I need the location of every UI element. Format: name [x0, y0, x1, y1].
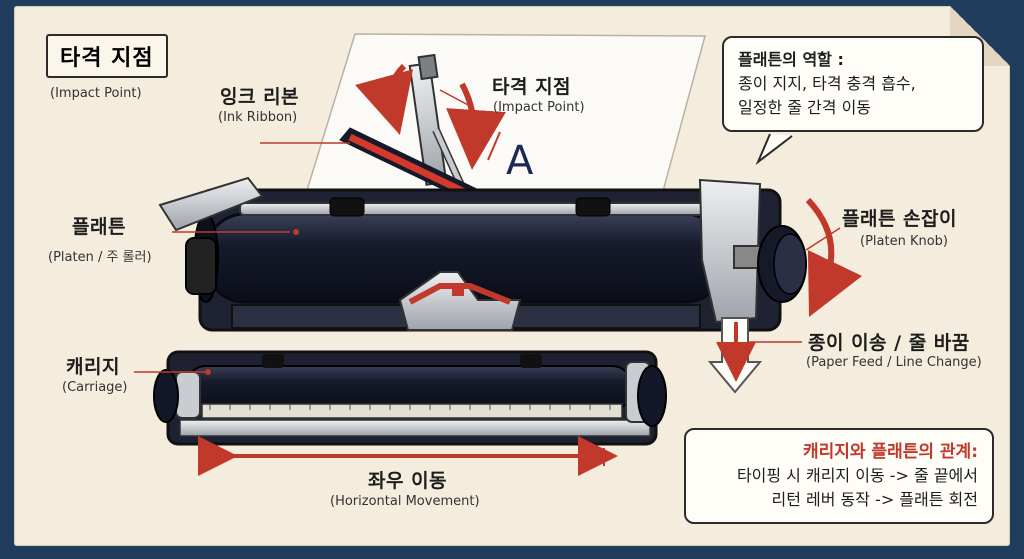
impact-point-label-en: (Impact Point)	[493, 100, 585, 115]
impact-point-label: 타격 지점	[492, 76, 572, 98]
leader-knob	[805, 227, 841, 251]
platen-assembly	[158, 176, 807, 332]
page-title: 타격 지점	[46, 34, 168, 78]
horizontal-movement-label: 좌우 이동	[368, 470, 448, 492]
typed-letter: A	[506, 138, 534, 184]
platen-knob-label: 플래튼 손잡이	[842, 208, 957, 230]
knob-rotation-arrow	[805, 197, 863, 318]
platen-role-line-2: 일정한 줄 간격 이동	[738, 98, 872, 117]
page-title-subtitle: (Impact Point)	[50, 86, 142, 101]
relation-heading: 캐리지와 플래튼의 관계:	[802, 442, 978, 462]
horizontal-movement-label-en: (Horizontal Movement)	[330, 494, 480, 509]
paper-feed-label-en: (Paper Feed / Line Change)	[806, 355, 982, 370]
impact-arrow	[446, 82, 506, 170]
carriage-label: 캐리지	[66, 356, 120, 378]
ink-ribbon-label-en: (Ink Ribbon)	[218, 110, 298, 125]
carriage-label-en: (Carriage)	[62, 380, 128, 395]
platen-label-en: (Platen / 주 롤러)	[48, 250, 152, 265]
platen-knob-label-en: (Platen Knob)	[860, 234, 948, 249]
platen-label: 플래튼	[72, 216, 126, 238]
platen-role-line-1: 종이 지지, 타격 충격 흡수,	[738, 74, 916, 93]
carriage-assembly	[153, 350, 667, 446]
platen-role-callout: 플래튼의 역할 : 종이 지지, 타격 충격 흡수, 일정한 줄 간격 이동	[722, 36, 984, 132]
platen-role-heading: 플래튼의 역할 :	[738, 50, 844, 69]
relation-line-2: 리턴 레버 동작 -> 플래튼 회전	[771, 490, 978, 509]
relation-line-1: 타이핑 시 캐리지 이동 -> 줄 끝에서	[736, 466, 978, 485]
ink-ribbon-label: 잉크 리본	[220, 86, 300, 108]
typebar-swing-arrow	[355, 63, 414, 135]
paper-feed-label: 종이 이송 / 줄 바꿈	[808, 332, 970, 354]
relation-callout: 캐리지와 플래튼의 관계: 타이핑 시 캐리지 이동 -> 줄 끝에서 리턴 레…	[684, 428, 994, 524]
leader-impact	[439, 89, 471, 107]
impact-leader	[487, 131, 501, 161]
